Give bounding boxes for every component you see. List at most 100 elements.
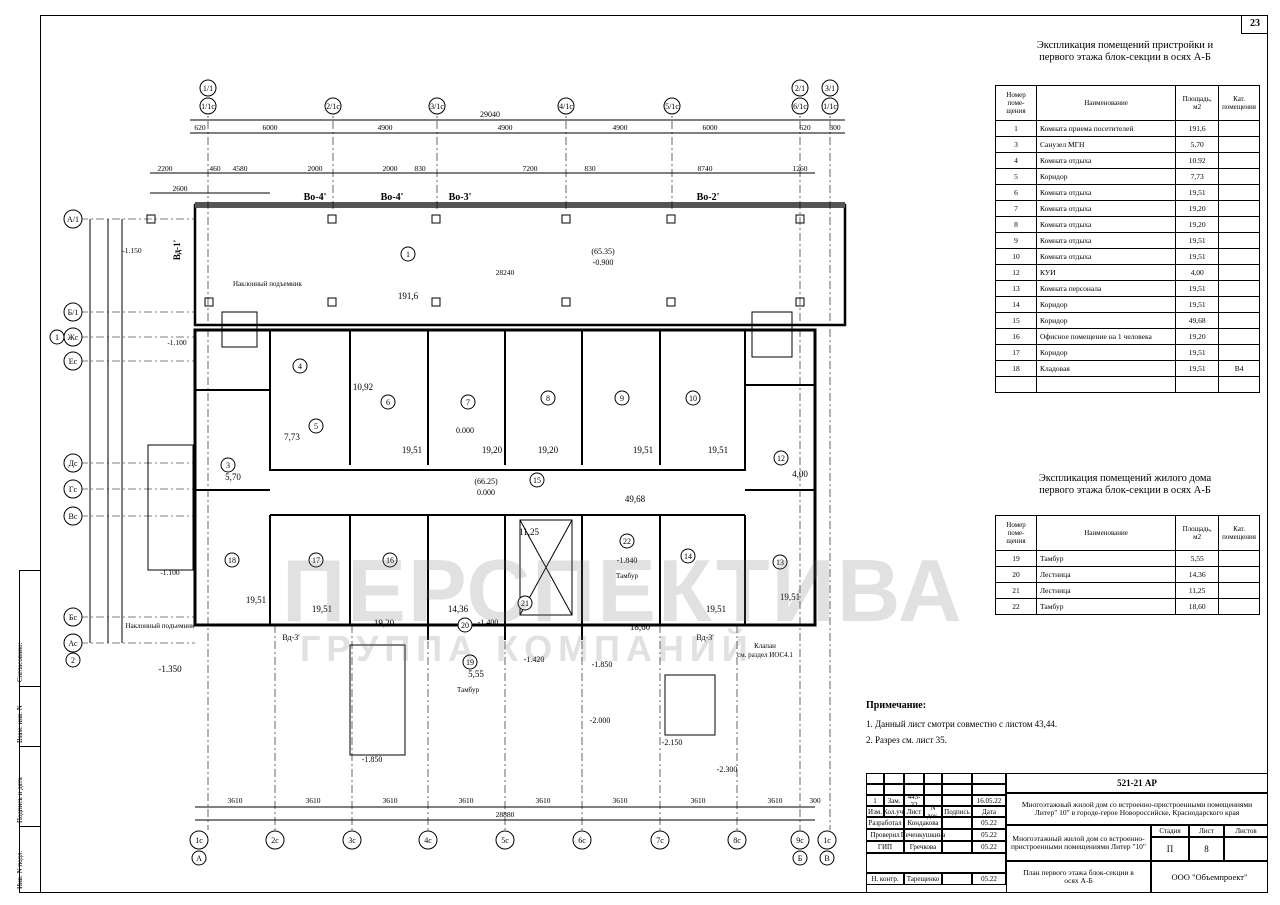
dimension: 620: [194, 123, 206, 132]
room-number-bubble: [529, 472, 545, 488]
room-category: [1218, 582, 1260, 599]
dimension: 830: [414, 164, 426, 173]
room-category: [1218, 328, 1260, 345]
axis-number: 2: [71, 656, 75, 665]
table-header: Площадь, м2: [1175, 515, 1220, 551]
level-mark: -1.150: [122, 246, 142, 255]
axis-label: 2с: [271, 836, 279, 845]
date: 05.22: [972, 817, 1006, 829]
stamp-cell: [904, 773, 924, 784]
notes: Примечание: 1. Данный лист смотри совмес…: [866, 700, 1057, 751]
axis-label-bubble: [189, 830, 209, 850]
dimension: 3610: [613, 796, 628, 805]
date: 05.22: [972, 829, 1006, 841]
room-number-bubble: [380, 394, 396, 410]
room-name: Комната отдыха: [1035, 184, 1177, 201]
room-area: 19,20: [374, 618, 395, 628]
room-number: 8: [995, 216, 1037, 233]
room-area: 19,51: [708, 445, 728, 455]
room-number-bubble: [220, 457, 236, 473]
table-header: Площадь, м2: [1175, 85, 1220, 121]
tambur-label: Тамбур: [616, 572, 638, 580]
room-number: 14: [684, 552, 692, 561]
dimension: 8740: [698, 164, 713, 173]
axis-label: Бс: [69, 613, 78, 622]
room-name: Комната отдыха: [1035, 248, 1177, 265]
room-number: 15: [533, 476, 541, 485]
axis-label: 3с: [348, 836, 356, 845]
room-area: 18,60: [1175, 598, 1220, 615]
revision-cell: Зам.: [884, 795, 904, 806]
door-type-label: Вд-3': [282, 633, 300, 642]
ramp-label: Наклонный подъемник: [126, 622, 196, 630]
stamp-heading: Лист: [904, 806, 924, 817]
room-number-bubble: [308, 418, 324, 434]
room-number: 10: [689, 394, 697, 403]
room-name: Лестница: [1035, 582, 1177, 599]
table2-title: Экспликация помещений жилого дома первог…: [1038, 473, 1212, 496]
axis-label-bubble: [791, 97, 809, 115]
room-area: 14,36: [448, 604, 469, 614]
room-number: 17: [312, 556, 320, 565]
room-number-bubble: [540, 390, 556, 406]
watermark-sub: ГРУППА КОМПАНИЙ: [300, 628, 754, 669]
table-header: Кат. помещения: [1218, 515, 1260, 551]
room-name: Офисное помещение на 1 человека: [1035, 328, 1177, 345]
note-1: 1. Данный лист смотри совместно с листом…: [866, 719, 1058, 729]
room-area: 7,73: [284, 432, 300, 442]
watermark: ПЕРСПЕКТИВА: [282, 541, 964, 640]
person-name: Печенкушкина: [900, 829, 946, 841]
level-mark: 0.000: [456, 426, 474, 435]
dimension: 3610: [459, 796, 474, 805]
stamp-cell: [924, 773, 942, 784]
tambur-label: Тамбур: [457, 686, 479, 694]
axis-label-bubble: [63, 607, 83, 627]
dimension: 4900: [378, 123, 393, 132]
stamp-cell: [884, 773, 904, 784]
role-label: ГИП: [866, 841, 904, 853]
stamp-cell: [972, 773, 1006, 784]
dimension: 28240: [496, 268, 515, 277]
room-number: 20: [461, 621, 469, 630]
stamp-cell: [942, 795, 972, 806]
room-name: Коридор: [1035, 168, 1177, 185]
room-number-bubble: [772, 554, 788, 570]
date: 05.22: [972, 873, 1006, 885]
axis-label: Б/1: [68, 308, 79, 317]
axis-label: 4/1c: [559, 102, 573, 111]
stamp-cell: [904, 784, 924, 795]
dimension: 2000: [383, 164, 398, 173]
room-area: 11,25: [1175, 582, 1220, 599]
signature: [942, 817, 972, 829]
room-number: 10: [995, 248, 1037, 265]
dimension: 830: [584, 164, 596, 173]
window-type-label: Во-3': [449, 192, 472, 203]
axis-number-bubble: [65, 652, 81, 668]
room-name: Санузел МГН: [1035, 136, 1177, 153]
axis-label: 1с: [195, 836, 203, 845]
room-category: [1218, 120, 1260, 137]
room-number-bubble: [292, 358, 308, 374]
room-category: [1218, 296, 1260, 313]
window-type-label: Во-4': [304, 192, 327, 203]
room-area: 19,20: [482, 445, 503, 455]
room-category: [1218, 248, 1260, 265]
axis-label-bubble: [63, 453, 83, 473]
axis-label-bubble: [650, 830, 670, 850]
room-area: 19,51: [1175, 344, 1220, 361]
level-mark: -2.150: [662, 738, 683, 747]
table1-title: Экспликация помещений пристройки и перво…: [1036, 40, 1214, 63]
dimension: 3610: [306, 796, 321, 805]
room-number: 7: [995, 200, 1037, 217]
dimension: 6000: [703, 123, 718, 132]
level-mark: 0.000: [477, 488, 495, 497]
window-type-label: Во-2': [697, 192, 720, 203]
